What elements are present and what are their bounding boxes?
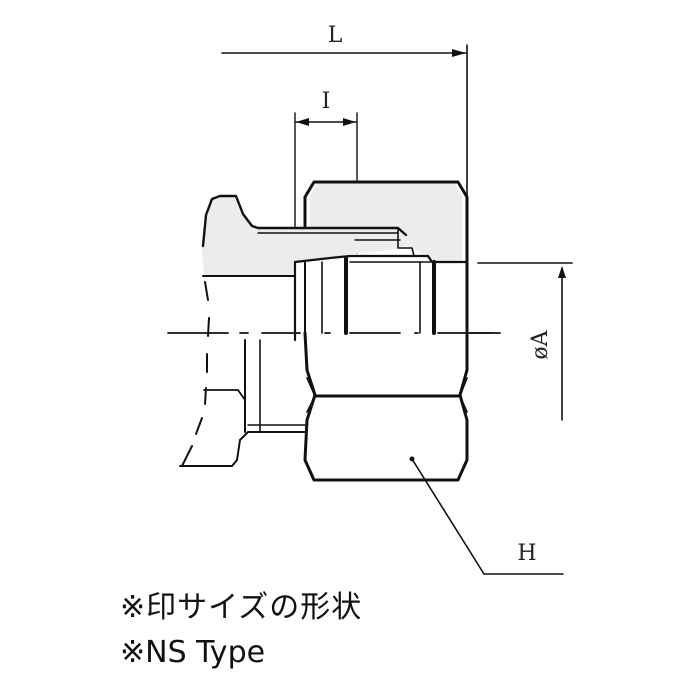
- nut-upper-shaded: [310, 182, 462, 262]
- tube-flange-shaded: [202, 196, 412, 276]
- leader-H: [409, 456, 564, 575]
- label-I: I: [322, 89, 331, 114]
- label-A: øA: [528, 329, 553, 359]
- dimension-A: [469, 262, 573, 421]
- hex-nut-lower: [303, 331, 469, 482]
- label-L: L: [328, 23, 343, 48]
- break-line: [181, 281, 210, 467]
- caption-type: ※NS Type: [120, 635, 266, 670]
- caption-shape-note: ※印サイズの形状: [120, 590, 363, 625]
- technical-drawing: L I øA H: [167, 23, 573, 575]
- label-H: H: [517, 541, 536, 566]
